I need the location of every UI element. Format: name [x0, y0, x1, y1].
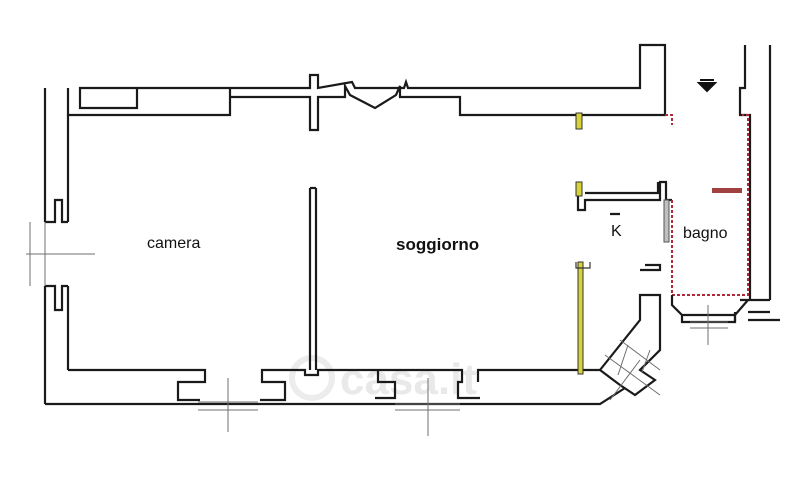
watermark: casa.it: [289, 355, 477, 404]
kitchen-wall: [576, 180, 672, 272]
entrance-arrow-icon: [696, 79, 718, 93]
watermark-text: casa.it: [340, 355, 477, 404]
south-wall: [68, 368, 626, 406]
bathroom-window: [690, 305, 728, 345]
south-window-right: [395, 378, 460, 436]
south-window-left: [198, 378, 258, 432]
room-label-soggiorno: soggiorno: [396, 235, 479, 254]
room-label-bagno: bagno: [683, 225, 728, 242]
southeast-bay-wall: [599, 293, 662, 397]
yellow-counter: [577, 261, 584, 375]
partition-wall: [308, 186, 318, 370]
bathroom-outline: [665, 114, 749, 296]
southeast-window: [604, 339, 661, 401]
yellow-column-top: [575, 112, 583, 130]
west-window: [26, 222, 95, 286]
room-label-kitchen: K: [611, 223, 622, 240]
bathroom-door-accent: [663, 199, 670, 243]
west-wall: [43, 88, 195, 406]
bathroom-window-bay: [670, 295, 749, 324]
yellow-column-kitchen: [575, 181, 583, 197]
room-label-camera: camera: [147, 235, 200, 252]
east-wall-lower: [733, 310, 780, 322]
yellow-counter-cap: [575, 262, 591, 269]
north-wall: [66, 43, 667, 132]
bathroom-red-accent: [712, 188, 742, 193]
east-wall: [738, 45, 772, 302]
